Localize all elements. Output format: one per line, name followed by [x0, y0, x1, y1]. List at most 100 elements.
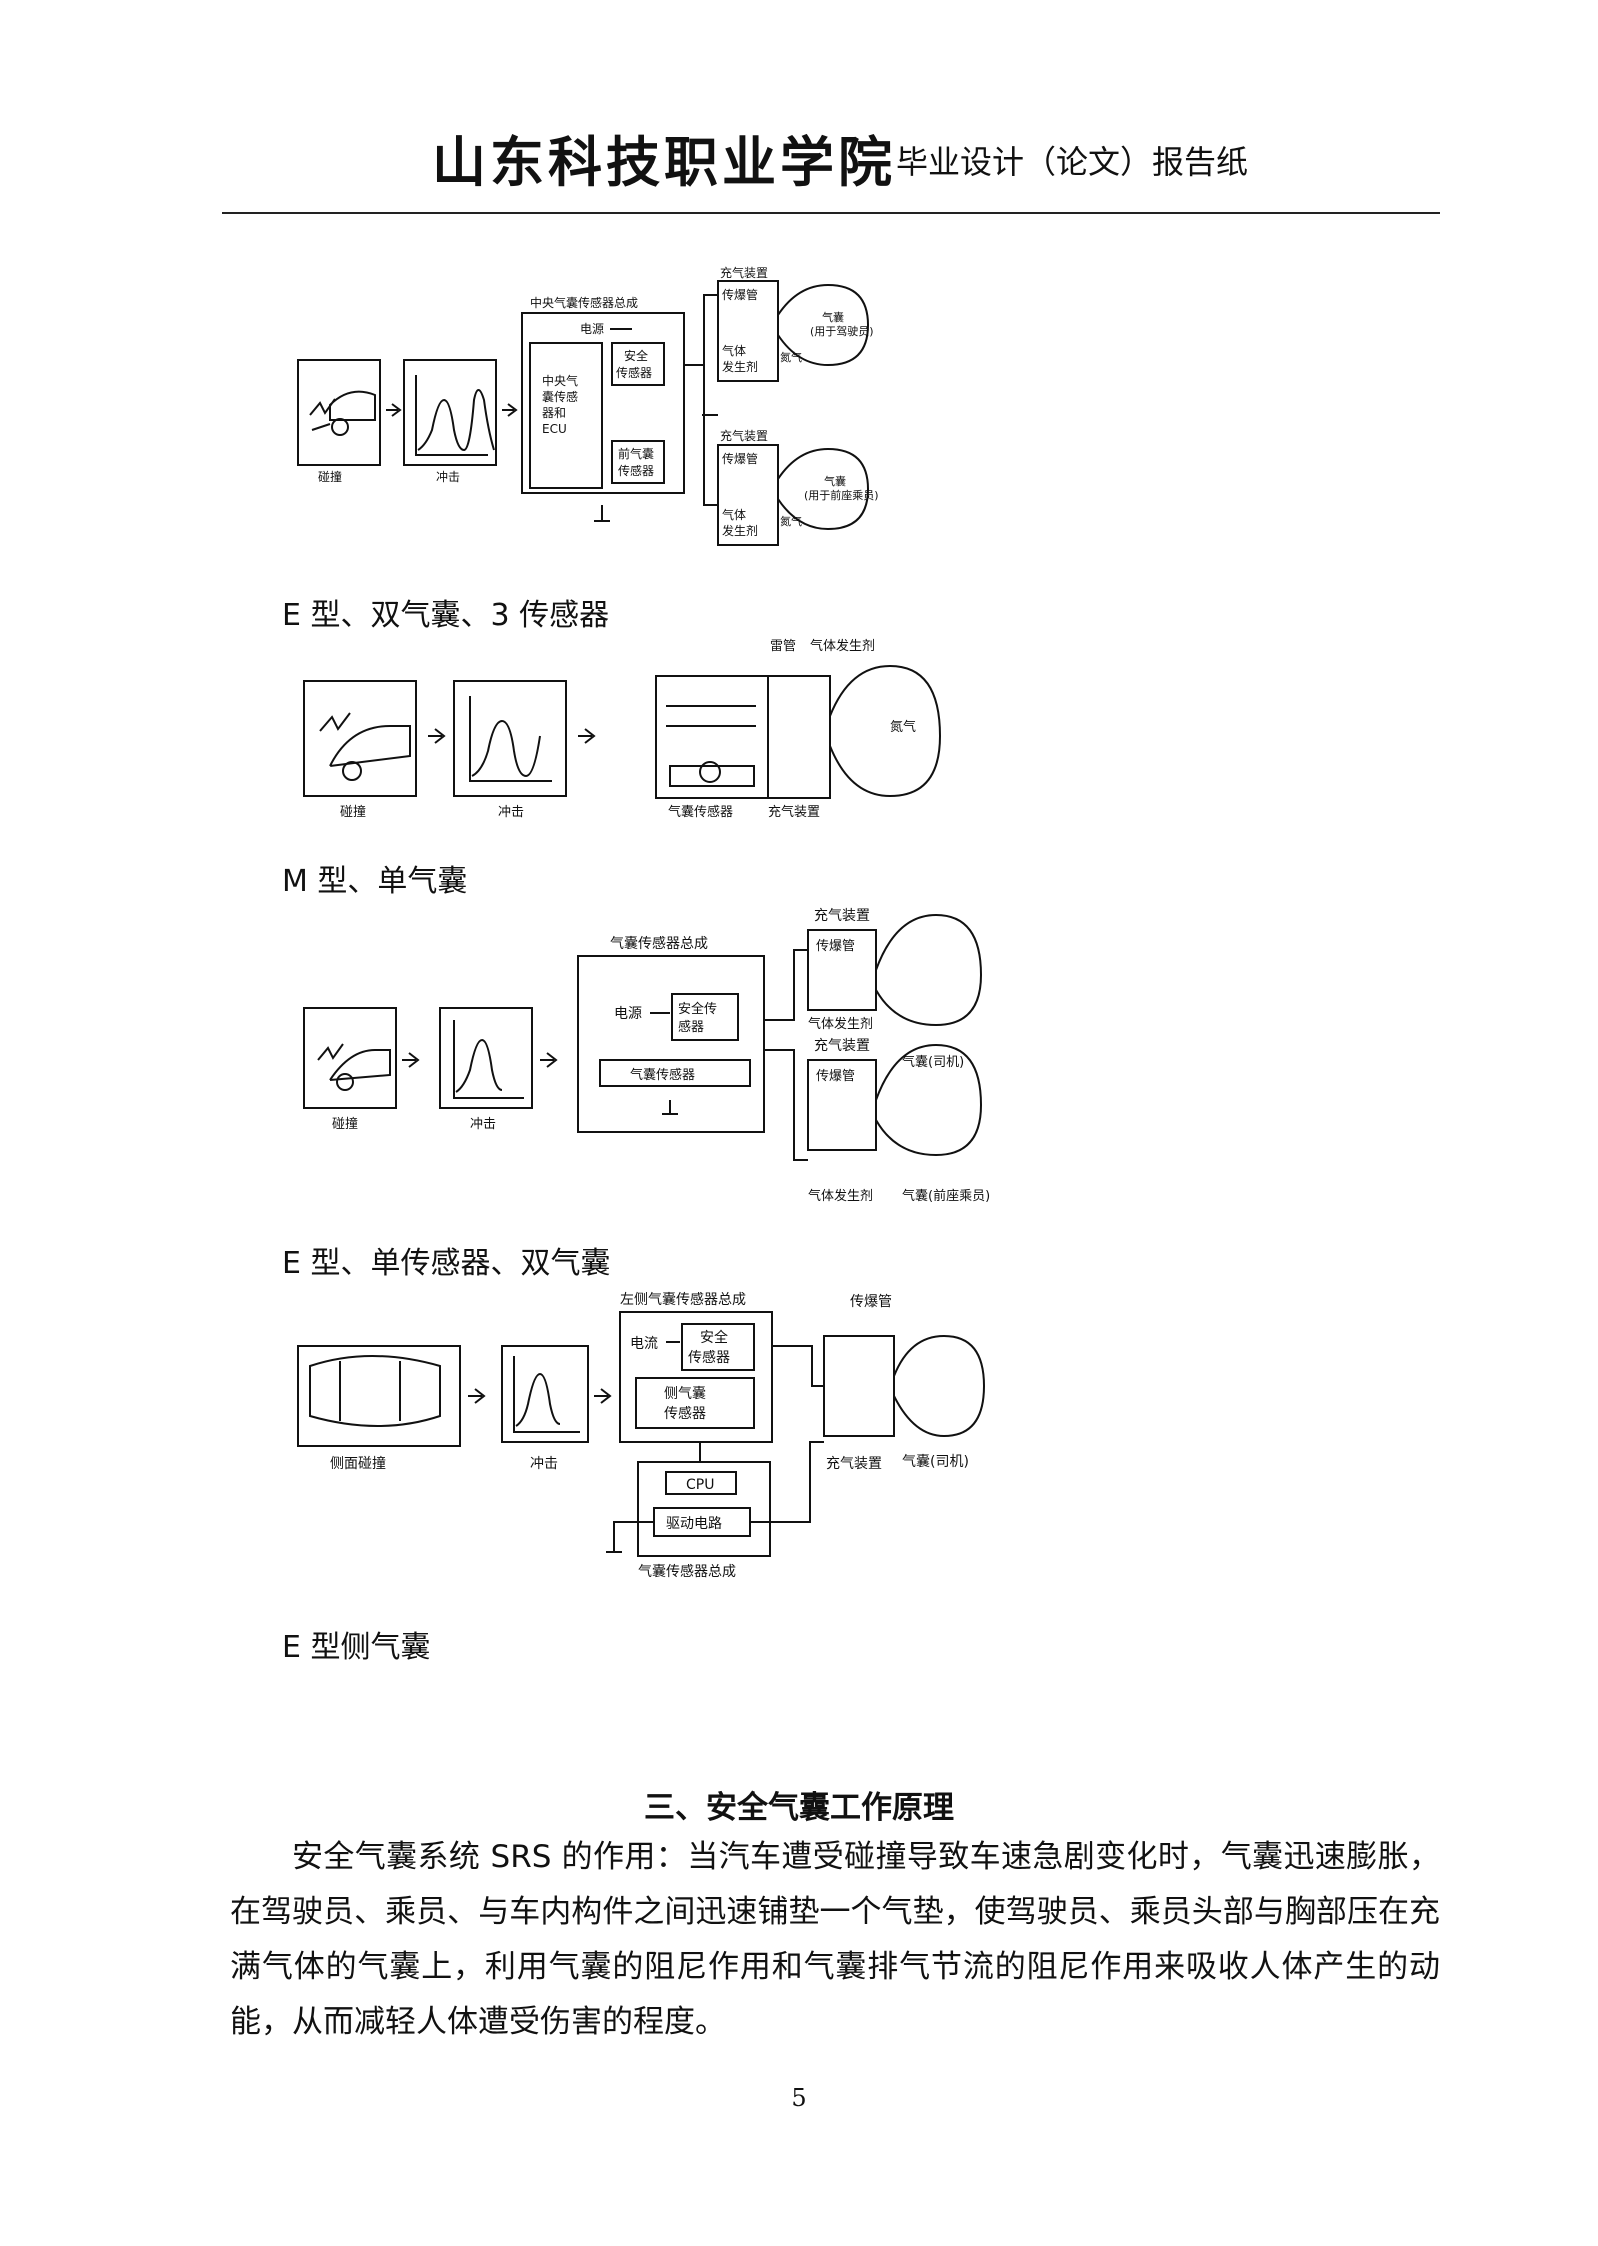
impact-curve — [453, 1020, 524, 1099]
fig2-crash-label: 碰撞 — [340, 805, 366, 820]
fig1-gas1-line1: 气体 — [722, 343, 746, 358]
fig4-squib-label: 传爆管 — [850, 1294, 892, 1310]
arrow-1 — [386, 403, 402, 417]
fig4-safety-sensor-box — [681, 1323, 755, 1371]
fig3-ground — [662, 1100, 678, 1115]
arrow-2 — [540, 1052, 558, 1068]
cpu-box — [665, 1471, 737, 1495]
fig3-impact-label: 冲击 — [470, 1117, 496, 1132]
fig4-drive-circuit-label: 驱动电路 — [666, 1516, 722, 1532]
central-sensor-line2: 囊传感 — [542, 389, 578, 404]
fig2-nitrogen-label: 氮气 — [890, 719, 916, 735]
fig1-gas2-line2: 发生剂 — [722, 523, 758, 538]
side-crash-car-sketch — [309, 1355, 441, 1427]
crash-car-sketch — [309, 390, 376, 431]
safety-sensor-box — [671, 993, 739, 1041]
nitrogen2: 氮气 — [780, 514, 802, 528]
header-divider — [222, 212, 1440, 214]
central-sensor-line4: ECU — [542, 422, 567, 436]
crash-wheel — [336, 1073, 354, 1091]
crash-wheel — [331, 418, 349, 436]
central-sensor-line3: 器和 — [542, 406, 566, 420]
airbag-passenger-line2: (用于前座乘员) — [804, 488, 879, 502]
front-sensor-box — [611, 440, 665, 484]
fig4-wiring-drive — [750, 1441, 824, 1523]
side-airbag-sensor-box — [635, 1377, 755, 1429]
fig3-power-label: 电源 — [614, 1006, 642, 1022]
arrow-1 — [428, 728, 446, 744]
fig3-airbag-sensor-label: 气囊传感器 — [630, 1067, 695, 1083]
fig1-inflator2-label: 充气装置 — [720, 428, 768, 443]
fig2-inflator-label: 充气装置 — [768, 804, 820, 820]
crash-car-sketch — [317, 1043, 391, 1081]
figure-e-type-dual-airbag-3-sensors: 碰撞 冲击 中央气囊传感器总成 中央气 囊传感 器和 ECU 电源 安全 传感器… — [297, 265, 879, 546]
fig4-wiring-top — [772, 1345, 824, 1387]
fig4-safety-line1: 安全 — [700, 1329, 728, 1346]
impact-box — [453, 680, 567, 797]
airbag-driver-shape — [875, 913, 983, 1027]
central-sensor-ecu-box — [529, 342, 603, 489]
figure-m-type-single-airbag: 碰撞 冲击 气囊传感器 充气装置 雷管 气体发生剂 氮气 — [303, 638, 942, 820]
fig3-safety-line1: 安全传 — [678, 1001, 717, 1017]
fig3-gas1: 气体发生剂 — [808, 1016, 873, 1032]
airbag-sensor-device — [655, 675, 769, 799]
fig1-ground — [594, 505, 610, 522]
fig1-wiring — [684, 294, 718, 506]
airbag-driver-line1: 气囊 — [822, 310, 844, 324]
fig1-gas2-line1: 气体 — [722, 507, 746, 522]
section-paragraph: 安全气囊系统 SRS 的作用：当汽车遭受碰撞导致车速急剧变化时，气囊迅速膨胀，在… — [230, 1839, 1440, 2040]
fig3-gas2: 气体发生剂 — [808, 1188, 873, 1204]
airbag-sensor-box — [599, 1059, 751, 1087]
fig4-assembly-bottom-label: 气囊传感器总成 — [638, 1563, 736, 1580]
airbag-driver-line2: (用于驾驶员) — [810, 324, 874, 338]
arrow-2 — [578, 728, 596, 744]
figure2-caption: M 型、单气囊 — [282, 864, 468, 899]
impact-box — [439, 1007, 533, 1109]
fig1-squib1: 传爆管 — [722, 287, 758, 302]
fig4-cpu-label: CPU — [686, 1477, 714, 1493]
report-paper-title: 毕业设计（论文）报告纸 — [896, 143, 1249, 181]
fig4-impact-label: 冲击 — [530, 1456, 558, 1472]
figure3-caption: E 型、单传感器、双气囊 — [282, 1246, 611, 1281]
fig4-airbag-driver: 气囊(司机) — [902, 1453, 969, 1470]
fig3-assembly-label: 气囊传感器总成 — [610, 935, 708, 952]
fig3-crash-label: 碰撞 — [332, 1117, 358, 1132]
fig3-inflator2-label: 充气装置 — [814, 1038, 870, 1054]
fig4-side-line2: 传感器 — [664, 1405, 706, 1422]
inflator1-box — [717, 280, 779, 382]
airbag-driver-shape — [777, 283, 870, 367]
inflator1-box — [807, 929, 877, 1011]
inflator2-box — [717, 444, 779, 546]
crash-box — [303, 680, 417, 797]
central-sensor-line1: 中央气 — [542, 373, 578, 388]
safety-sensor-line1: 安全 — [624, 348, 648, 363]
crash-wheel — [342, 761, 362, 781]
fig1-inflator1-label: 充气装置 — [720, 265, 768, 280]
arrow-1 — [402, 1052, 420, 1068]
arrow-1 — [468, 1388, 486, 1404]
arrow-2 — [594, 1388, 612, 1404]
arrow-2 — [502, 403, 518, 417]
figure-e-type-side-airbag: 侧面碰撞 冲击 左侧气囊传感器总成 电流 安全 传感器 侧气囊 传感器 CPU … — [297, 1291, 986, 1580]
fig3-airbag-passenger: 气囊(前座乘员) — [902, 1188, 990, 1204]
fig4-ground — [606, 1521, 654, 1553]
nitrogen1: 氮气 — [780, 350, 802, 364]
front-sensor-line2: 传感器 — [618, 463, 654, 478]
section-title: 三、安全气囊工作原理 — [644, 1790, 954, 1826]
fig3-wiring — [764, 949, 808, 1161]
impact-curve — [415, 375, 495, 456]
impact-curve — [513, 1356, 580, 1433]
airbag-passenger-shape — [777, 447, 870, 531]
inflator-box — [767, 675, 831, 799]
airbag-passenger-line1: 气囊 — [824, 474, 846, 488]
fig1-crash-label: 碰撞 — [318, 469, 342, 484]
figure1-caption: E 型、双气囊、3 传感器 — [282, 598, 610, 633]
fig3-airbag-driver: 气囊(司机) — [902, 1054, 964, 1070]
fig3-safety-line2: 感器 — [678, 1019, 704, 1035]
impact-curve — [469, 696, 552, 782]
safety-sensor-box — [611, 342, 665, 386]
figure4-caption: E 型侧气囊 — [282, 1630, 431, 1665]
crash-car-sketch — [319, 712, 411, 767]
fig4-safety-line2: 传感器 — [688, 1349, 730, 1366]
fig4-assembly-left-label: 左侧气囊传感器总成 — [620, 1291, 746, 1308]
